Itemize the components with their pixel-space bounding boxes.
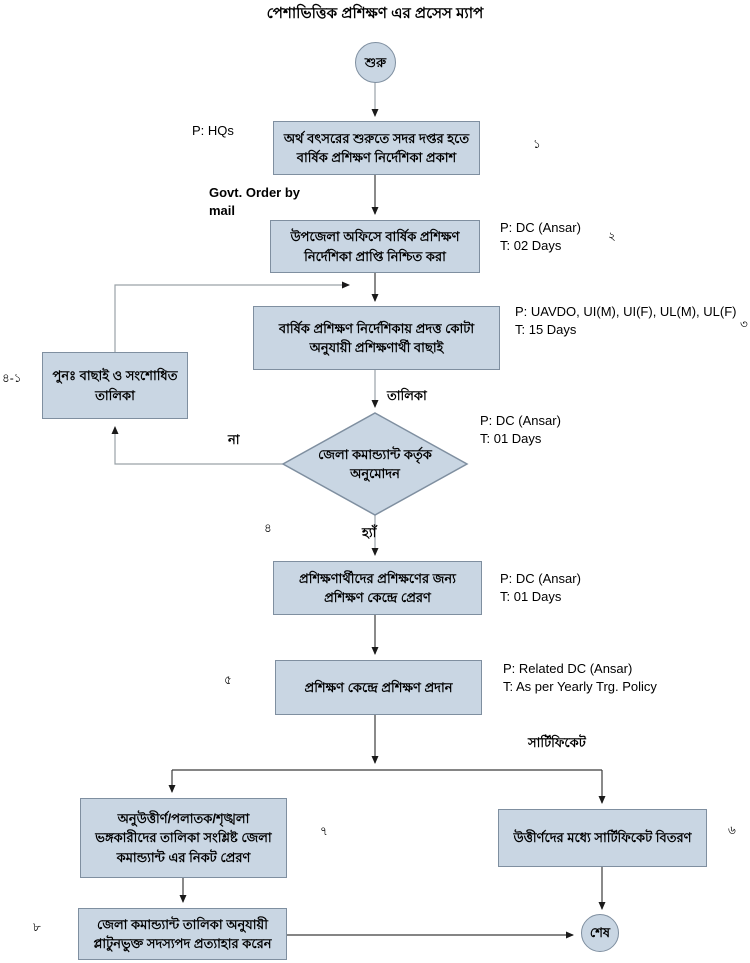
step-number-4-1: ৪-১ (2, 371, 22, 385)
connector-rework-to-spine (114, 281, 350, 352)
edge-label-list: তালিকা (387, 388, 427, 403)
step2-confirm-receipt-box: উপজেলা অফিসে বার্ষিক প্রশিক্ষণ নির্দেশিক… (270, 220, 480, 273)
annotation-approval-p: P: DC (Ansar) (480, 413, 561, 428)
annotation-training-p: P: Related DC (Ansar) (503, 661, 633, 676)
end-label: শেষ (589, 925, 611, 941)
annotation-selection-p: P: UAVDO, UI(M), UI(F), UL(M), UL(F) (515, 304, 737, 319)
annotation-send: P: DC (Ansar) T: 01 Days (500, 570, 581, 606)
decision-diamond-shape (281, 412, 469, 516)
annotation-govt-order-line1: Govt. Order by (209, 185, 301, 200)
step5-provide-training-box: প্রশিক্ষণ কেন্দ্রে প্রশিক্ষণ প্রদান (275, 660, 482, 715)
start-node: শুরু (355, 42, 396, 83)
step5-label: প্রশিক্ষণ কেন্দ্রে প্রশিক্ষণ প্রদান (304, 679, 453, 695)
rework-list-box: পুনঃ বাছাই ও সংশোধিত তালিকা (42, 352, 188, 419)
annotation-training-t: T: As per Yearly Trg. Policy (503, 679, 657, 695)
annotation-receipt-p: P: DC (Ansar) (500, 220, 581, 235)
end-node: শেষ (581, 914, 619, 952)
annotation-training: P: Related DC (Ansar) T: As per Yearly T… (503, 660, 657, 696)
distribute-certificates-label: উত্তীর্ণদের মধ্যে সার্টিফিকেট বিতরণ (513, 830, 692, 846)
annotation-govt-order-line2: mail (209, 203, 236, 219)
step1-label: অর্থ বৎসরের শুরুতে সদর দপ্তর হতে বার্ষিক… (283, 130, 470, 166)
step4-send-to-center-box: প্রশিক্ষণার্থীদের প্রশিক্ষণের জন্য প্রশি… (273, 561, 482, 615)
edge-label-certificate: সার্টিফিকেট (528, 735, 586, 750)
edge-label-yes: হ্যাঁ (362, 525, 377, 540)
step-number-3: ৩ (740, 317, 748, 331)
rework-label: পুনঃ বাছাই ও সংশোধিত তালিকা (52, 368, 178, 403)
annotation-selection: P: UAVDO, UI(M), UI(F), UL(M), UL(F) T: … (515, 303, 736, 339)
connector-decision-no-to-rework (111, 426, 283, 465)
annotation-approval-t: T: 01 Days (480, 431, 542, 447)
annotation-hq: P: HQs (192, 123, 234, 138)
annotation-send-p: P: DC (Ansar) (500, 571, 581, 586)
page-title: পেশাভিত্তিক প্রশিক্ষণ এর প্রসেস ম্যাপ (266, 5, 484, 22)
start-label: শুরু (364, 54, 387, 70)
step-number-6: ৬ (728, 823, 736, 837)
withdraw-membership-box: জেলা কমান্ড্যান্ট তালিকা অনুযায়ী প্লাটু… (78, 908, 287, 960)
failed-list-label: অনুউত্তীর্ণ/পলাতক/শৃঙ্খলা ভঙ্গকারীদের তা… (95, 810, 272, 865)
distribute-certificates-box: উত্তীর্ণদের মধ্যে সার্টিফিকেট বিতরণ (498, 809, 707, 867)
step-number-5: ৫ (224, 673, 232, 687)
edge-label-no: না (228, 432, 240, 447)
annotation-receipt: P: DC (Ansar) T: 02 Days (500, 219, 581, 255)
decision-diamond-label: জেলা কমান্ড্যান্ট কর্তৃক অনুমোদন (318, 446, 432, 482)
annotation-approval: P: DC (Ansar) T: 01 Days (480, 412, 561, 448)
step-number-8: ৮ (33, 920, 41, 934)
step2-label: উপজেলা অফিসে বার্ষিক প্রশিক্ষণ নির্দেশিক… (290, 229, 460, 264)
step-number-1: ১ (533, 137, 541, 151)
step-number-2: ২ (608, 229, 616, 243)
step1-publish-directive-box: অর্থ বৎসরের শুরুতে সদর দপ্তর হতে বার্ষিক… (273, 121, 480, 175)
step-number-7: ৭ (320, 824, 328, 838)
step3-label: বার্ষিক প্রশিক্ষণ নির্দেশিকায় প্রদত্ত ক… (278, 320, 475, 356)
annotation-selection-t: T: 15 Days (515, 322, 577, 338)
step3-select-trainees-box: বার্ষিক প্রশিক্ষণ নির্দেশিকায় প্রদত্ত ক… (253, 306, 500, 370)
annotation-govt-order: Govt. Order by mail (209, 184, 300, 220)
step4-label: প্রশিক্ষণার্থীদের প্রশিক্ষণের জন্য প্রশি… (299, 570, 456, 606)
failed-list-box: অনুউত্তীর্ণ/পলাতক/শৃঙ্খলা ভঙ্গকারীদের তা… (80, 798, 287, 878)
step-number-4: ৪ (264, 521, 272, 535)
annotation-receipt-t: T: 02 Days (500, 238, 562, 254)
withdraw-membership-label: জেলা কমান্ড্যান্ট তালিকা অনুযায়ী প্লাটু… (93, 916, 272, 952)
annotation-send-t: T: 01 Days (500, 589, 562, 605)
